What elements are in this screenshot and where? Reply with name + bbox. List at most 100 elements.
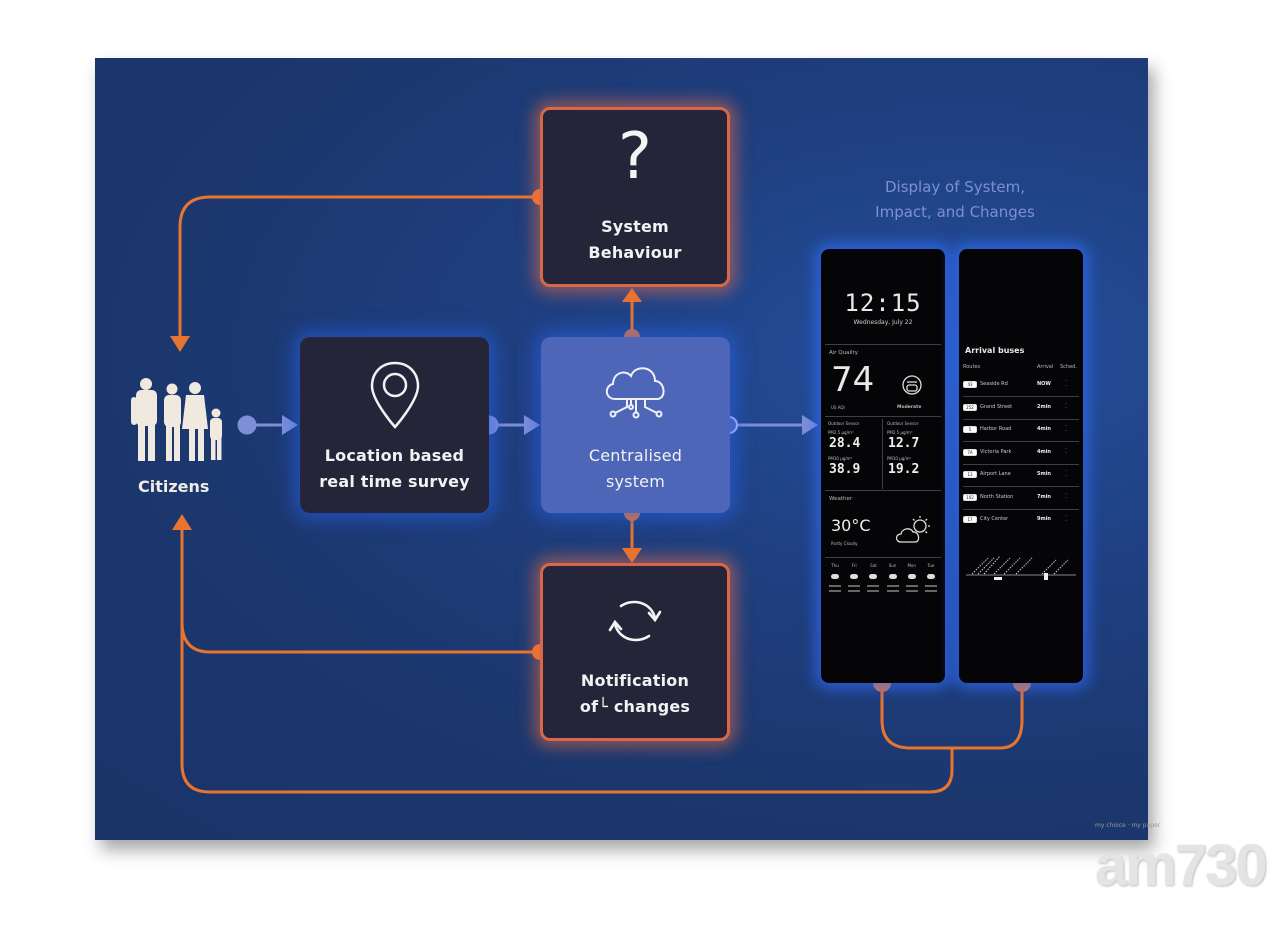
arrival-time: NOW (1037, 381, 1051, 387)
schedule-time: ···· (1065, 424, 1068, 433)
schedule-time: ···· (1065, 446, 1068, 456)
forecast-temp-bar (848, 585, 861, 587)
forecast-temp-bar (886, 585, 899, 587)
schedule-time: ···· (1065, 514, 1068, 523)
route-name: Grand Street (980, 403, 1013, 410)
row-divider (963, 396, 1079, 397)
route-badge: 43 (963, 381, 977, 388)
header-arrival: Arrival (1037, 364, 1054, 370)
row-divider (963, 463, 1079, 465)
notification-node: Notification of└ changes (540, 563, 730, 741)
forecast-day: Mon (904, 563, 920, 607)
arrival-time: 4min (1037, 426, 1051, 432)
row-divider (963, 418, 1079, 420)
refresh-arrows-icon (608, 600, 662, 642)
forecast-day-label: Sat (870, 563, 877, 568)
aqi-status: Moderate (897, 405, 922, 410)
route-name: Victoria Park (980, 448, 1012, 455)
system-behaviour-label-2: Behaviour (588, 243, 682, 262)
forecast-day-label: Thu (831, 563, 839, 568)
row-divider (963, 508, 1079, 510)
route-name: Harbor Road (980, 426, 1012, 432)
forecast-weather-icon (850, 574, 859, 579)
forecast-day-label: Sun (888, 563, 897, 568)
temperature-value: 30°C (831, 516, 871, 535)
forecast-day-label: Fri (851, 563, 857, 568)
route-badge: 5 (963, 426, 977, 433)
arrival-time: 7min (1037, 493, 1051, 500)
system-behaviour-node: ? System Behaviour (540, 107, 730, 287)
route-badge: 13 (963, 471, 977, 478)
route-name: Airport Lane (980, 471, 1011, 477)
location-label-2: real time survey (319, 472, 470, 491)
pm10-value-1: 38.9 (829, 462, 861, 477)
forecast-day-label: Tue (927, 563, 935, 568)
pm-label: PM2.5 µg/m³ (828, 430, 854, 435)
aqi-value: 74 (831, 360, 875, 400)
forecast-weather-icon (926, 574, 935, 579)
pm-label: PM10 µg/m³ (887, 456, 912, 461)
arrival-time: 9min (1037, 516, 1051, 522)
forecast-weather-icon (888, 574, 897, 579)
centralised-system-node: Centralised system (541, 337, 730, 513)
forecast-temp-bar (867, 585, 880, 587)
arrival-time: 4min (1037, 448, 1051, 455)
forecast-day: Sat (865, 563, 881, 607)
route-badge: 252 (963, 403, 977, 411)
forecast-weather-icon (869, 574, 878, 579)
face-mask-icon (902, 375, 922, 395)
pm25-value-2: 12.7 (888, 436, 920, 451)
forecast-day: Sun (885, 563, 901, 607)
watermark-logo: am730 (1095, 833, 1268, 898)
forecast-temp-bar (829, 590, 841, 592)
notification-label-1: Notification (580, 671, 690, 690)
people-silhouette-icon (131, 378, 222, 461)
date-text: Wednesday, July 22 (853, 319, 913, 326)
cloud-network-icon (605, 367, 664, 419)
pm-label: PM10 µg/m³ (828, 456, 853, 461)
route-badge: 7A (963, 448, 977, 456)
question-mark-icon: ? (618, 120, 652, 194)
display-title-line-2: Impact, and Changes (875, 203, 1035, 221)
arrival-time: 5min (1037, 471, 1051, 477)
bus-timeline-graphic (966, 555, 1076, 580)
forecast-temp-bar (867, 590, 880, 592)
forecast-temp-bar (924, 585, 937, 587)
schedule-time: ···· (1065, 401, 1068, 411)
schedule-time: ···· (1065, 469, 1068, 478)
header-sched: Sched. (1060, 364, 1077, 370)
notification-label-2: of└ changes (579, 697, 691, 716)
forecast-temp-bar (905, 585, 918, 587)
display-title-line-1: Display of System, (885, 178, 1025, 196)
schedule-time: ···· (1065, 379, 1068, 388)
pm-box-1-title: Outdoor Sensor (828, 421, 860, 426)
location-label-1: Location based (324, 446, 465, 465)
system-behaviour-label-1: System (601, 217, 669, 236)
map-pin-icon (370, 361, 419, 429)
location-survey-node: Location based real time survey (300, 337, 489, 513)
pm-label: PM2.5 µg/m³ (887, 430, 913, 435)
weather-desc: Partly Cloudy (831, 541, 858, 546)
route-name: City Center (980, 516, 1009, 522)
citizens-label: Citizens (138, 477, 210, 496)
route-badge: 17 (963, 516, 977, 523)
forecast-temp-bar (905, 590, 918, 592)
pm25-value-1: 28.4 (829, 436, 861, 451)
route-badge: 102 (963, 493, 977, 501)
forecast-temp-bar (924, 590, 937, 592)
arrival-time: 2min (1037, 403, 1051, 410)
forecast-weather-icon (907, 574, 916, 579)
route-name: Seaside Rd (980, 381, 1008, 387)
route-name: North Station (980, 493, 1014, 500)
air-quality-label: Air Quality (829, 350, 858, 356)
forecast-temp-bar (886, 590, 899, 592)
clock-text: 12:15 (844, 289, 922, 317)
watermark-slogan: my choice · my paper (1095, 822, 1161, 829)
forecast-day: Fri (846, 563, 862, 607)
forecast-day: Tue (923, 563, 939, 607)
